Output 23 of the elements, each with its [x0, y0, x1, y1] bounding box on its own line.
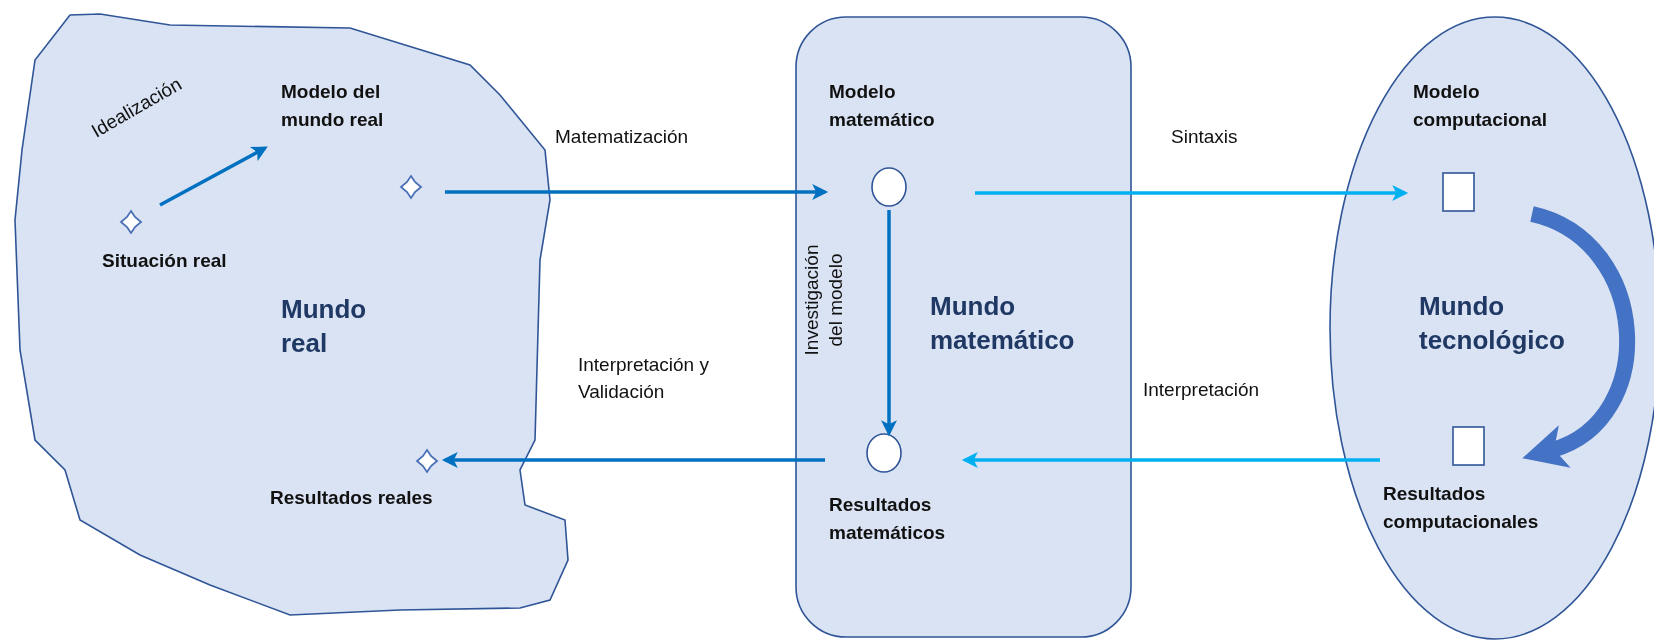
node-label: Resultados matemáticos	[829, 493, 947, 545]
arrow	[441, 452, 825, 468]
node-label: Resultados reales	[270, 486, 434, 510]
node-label: Resultados computacionales	[1383, 482, 1540, 534]
node-label: Situación real	[102, 249, 228, 273]
region-panel	[795, 16, 1132, 638]
edge-label: Matematización	[555, 125, 689, 149]
region-title: Mundo real	[281, 293, 368, 360]
edge-label: Interpretación y Validación	[578, 353, 710, 404]
edge-label: Investigación del modelo	[800, 243, 847, 358]
region-title: Mundo tecnológico	[1419, 290, 1566, 357]
edge-label: Interpretación	[1143, 378, 1260, 402]
arrow	[961, 452, 1380, 468]
node-label: Modelo computacional	[1413, 80, 1549, 132]
arrow	[881, 210, 897, 437]
region-title: Mundo matemático	[930, 290, 1076, 357]
curved-arrow	[1523, 206, 1635, 466]
node-label: Modelo matemático	[829, 80, 936, 132]
node-label: Modelo del mundo real	[281, 80, 385, 132]
arrow	[975, 185, 1409, 201]
arrow	[159, 146, 268, 207]
arrow	[445, 184, 829, 200]
edge-label: Sintaxis	[1171, 125, 1238, 149]
